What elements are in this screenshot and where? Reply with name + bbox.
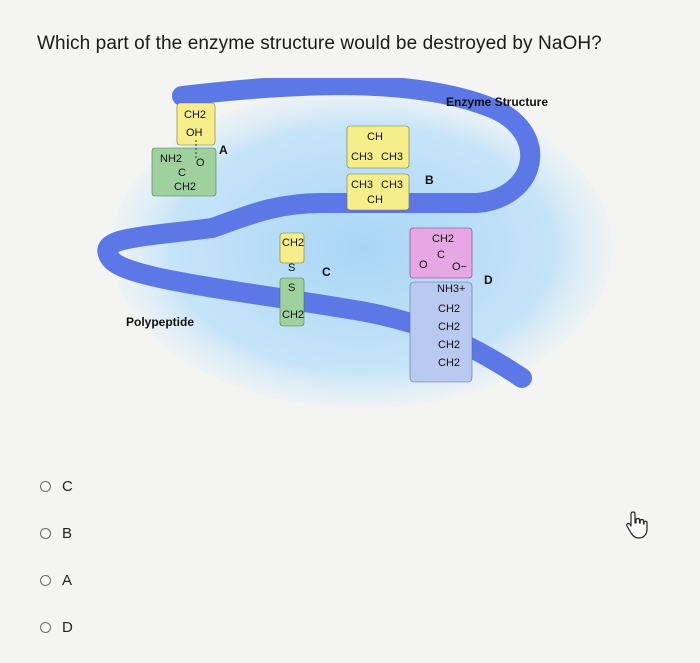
group-d-ch2-top: CH2 — [432, 233, 454, 245]
group-c-s2: S — [288, 282, 295, 294]
group-d-ch2-4: CH2 — [438, 357, 460, 369]
group-d-ch2-2: CH2 — [438, 321, 460, 333]
group-a-green-box — [151, 147, 217, 197]
group-a-ch2-top: CH2 — [184, 109, 206, 121]
enzyme-structure-figure: CH2 OH NH2 O C CH2 A CH CH3 CH3 CH3 CH3 … — [92, 78, 612, 408]
label-d: D — [484, 273, 493, 287]
group-b-ch-bottom: CH — [367, 194, 383, 206]
option-label: D — [62, 618, 73, 636]
group-d-nh3: NH3+ — [437, 283, 465, 295]
radio-button[interactable] — [40, 621, 51, 633]
group-a-ch2-bottom: CH2 — [174, 181, 196, 193]
group-c-ch2-top: CH2 — [282, 237, 304, 249]
group-d-blue-box — [409, 281, 473, 383]
group-a-nh2: NH2 — [160, 153, 182, 165]
group-d-o: O — [419, 259, 428, 271]
group-c-yellow-box — [279, 232, 305, 264]
option-a[interactable]: A — [40, 569, 73, 591]
group-a-c: C — [178, 167, 186, 179]
option-d[interactable]: D — [40, 616, 73, 638]
hand-cursor-icon — [626, 511, 648, 539]
label-b: B — [425, 173, 434, 187]
group-b-ch3-b: CH3 — [381, 151, 403, 163]
group-c-s1: S — [288, 262, 295, 274]
radio-button[interactable] — [40, 574, 51, 586]
group-d-ch2-1: CH2 — [438, 303, 460, 315]
option-label: B — [62, 524, 73, 542]
option-b[interactable]: B — [40, 522, 73, 544]
group-b-ch3-d: CH3 — [381, 179, 403, 191]
radio-button[interactable] — [40, 480, 51, 492]
label-c: C — [322, 265, 331, 279]
figure-title: Enzyme Structure — [446, 95, 548, 109]
label-a: A — [219, 143, 228, 157]
enzyme-diagram: CH2 OH NH2 O C CH2 A CH CH3 CH3 CH3 CH3 … — [97, 78, 612, 408]
group-b-ch3-c: CH3 — [351, 179, 373, 191]
group-b-top-box — [346, 125, 410, 169]
group-a-oh: OH — [186, 127, 203, 139]
option-label: C — [62, 477, 73, 495]
option-label: A — [62, 571, 73, 589]
background-glow — [112, 88, 612, 408]
polypeptide-label: Polypeptide — [126, 315, 194, 329]
group-c-green-box — [279, 277, 305, 327]
option-c[interactable]: C — [40, 475, 73, 497]
group-b-bottom-box — [346, 173, 410, 211]
group-d-o-minus: O− — [452, 261, 467, 273]
group-d-ch2-3: CH2 — [438, 339, 460, 351]
group-b-ch3-a: CH3 — [351, 151, 373, 163]
radio-button[interactable] — [40, 527, 51, 539]
group-d-pink-box — [409, 227, 473, 279]
group-c-ch2-bottom: CH2 — [282, 309, 304, 321]
group-b-ch-top: CH — [367, 131, 383, 143]
polypeptide-backbone — [97, 78, 541, 388]
group-a-o: O — [196, 157, 205, 169]
group-d-c: C — [437, 249, 445, 261]
answer-options: C B A D — [40, 475, 73, 663]
question-text: Which part of the enzyme structure would… — [37, 33, 602, 54]
